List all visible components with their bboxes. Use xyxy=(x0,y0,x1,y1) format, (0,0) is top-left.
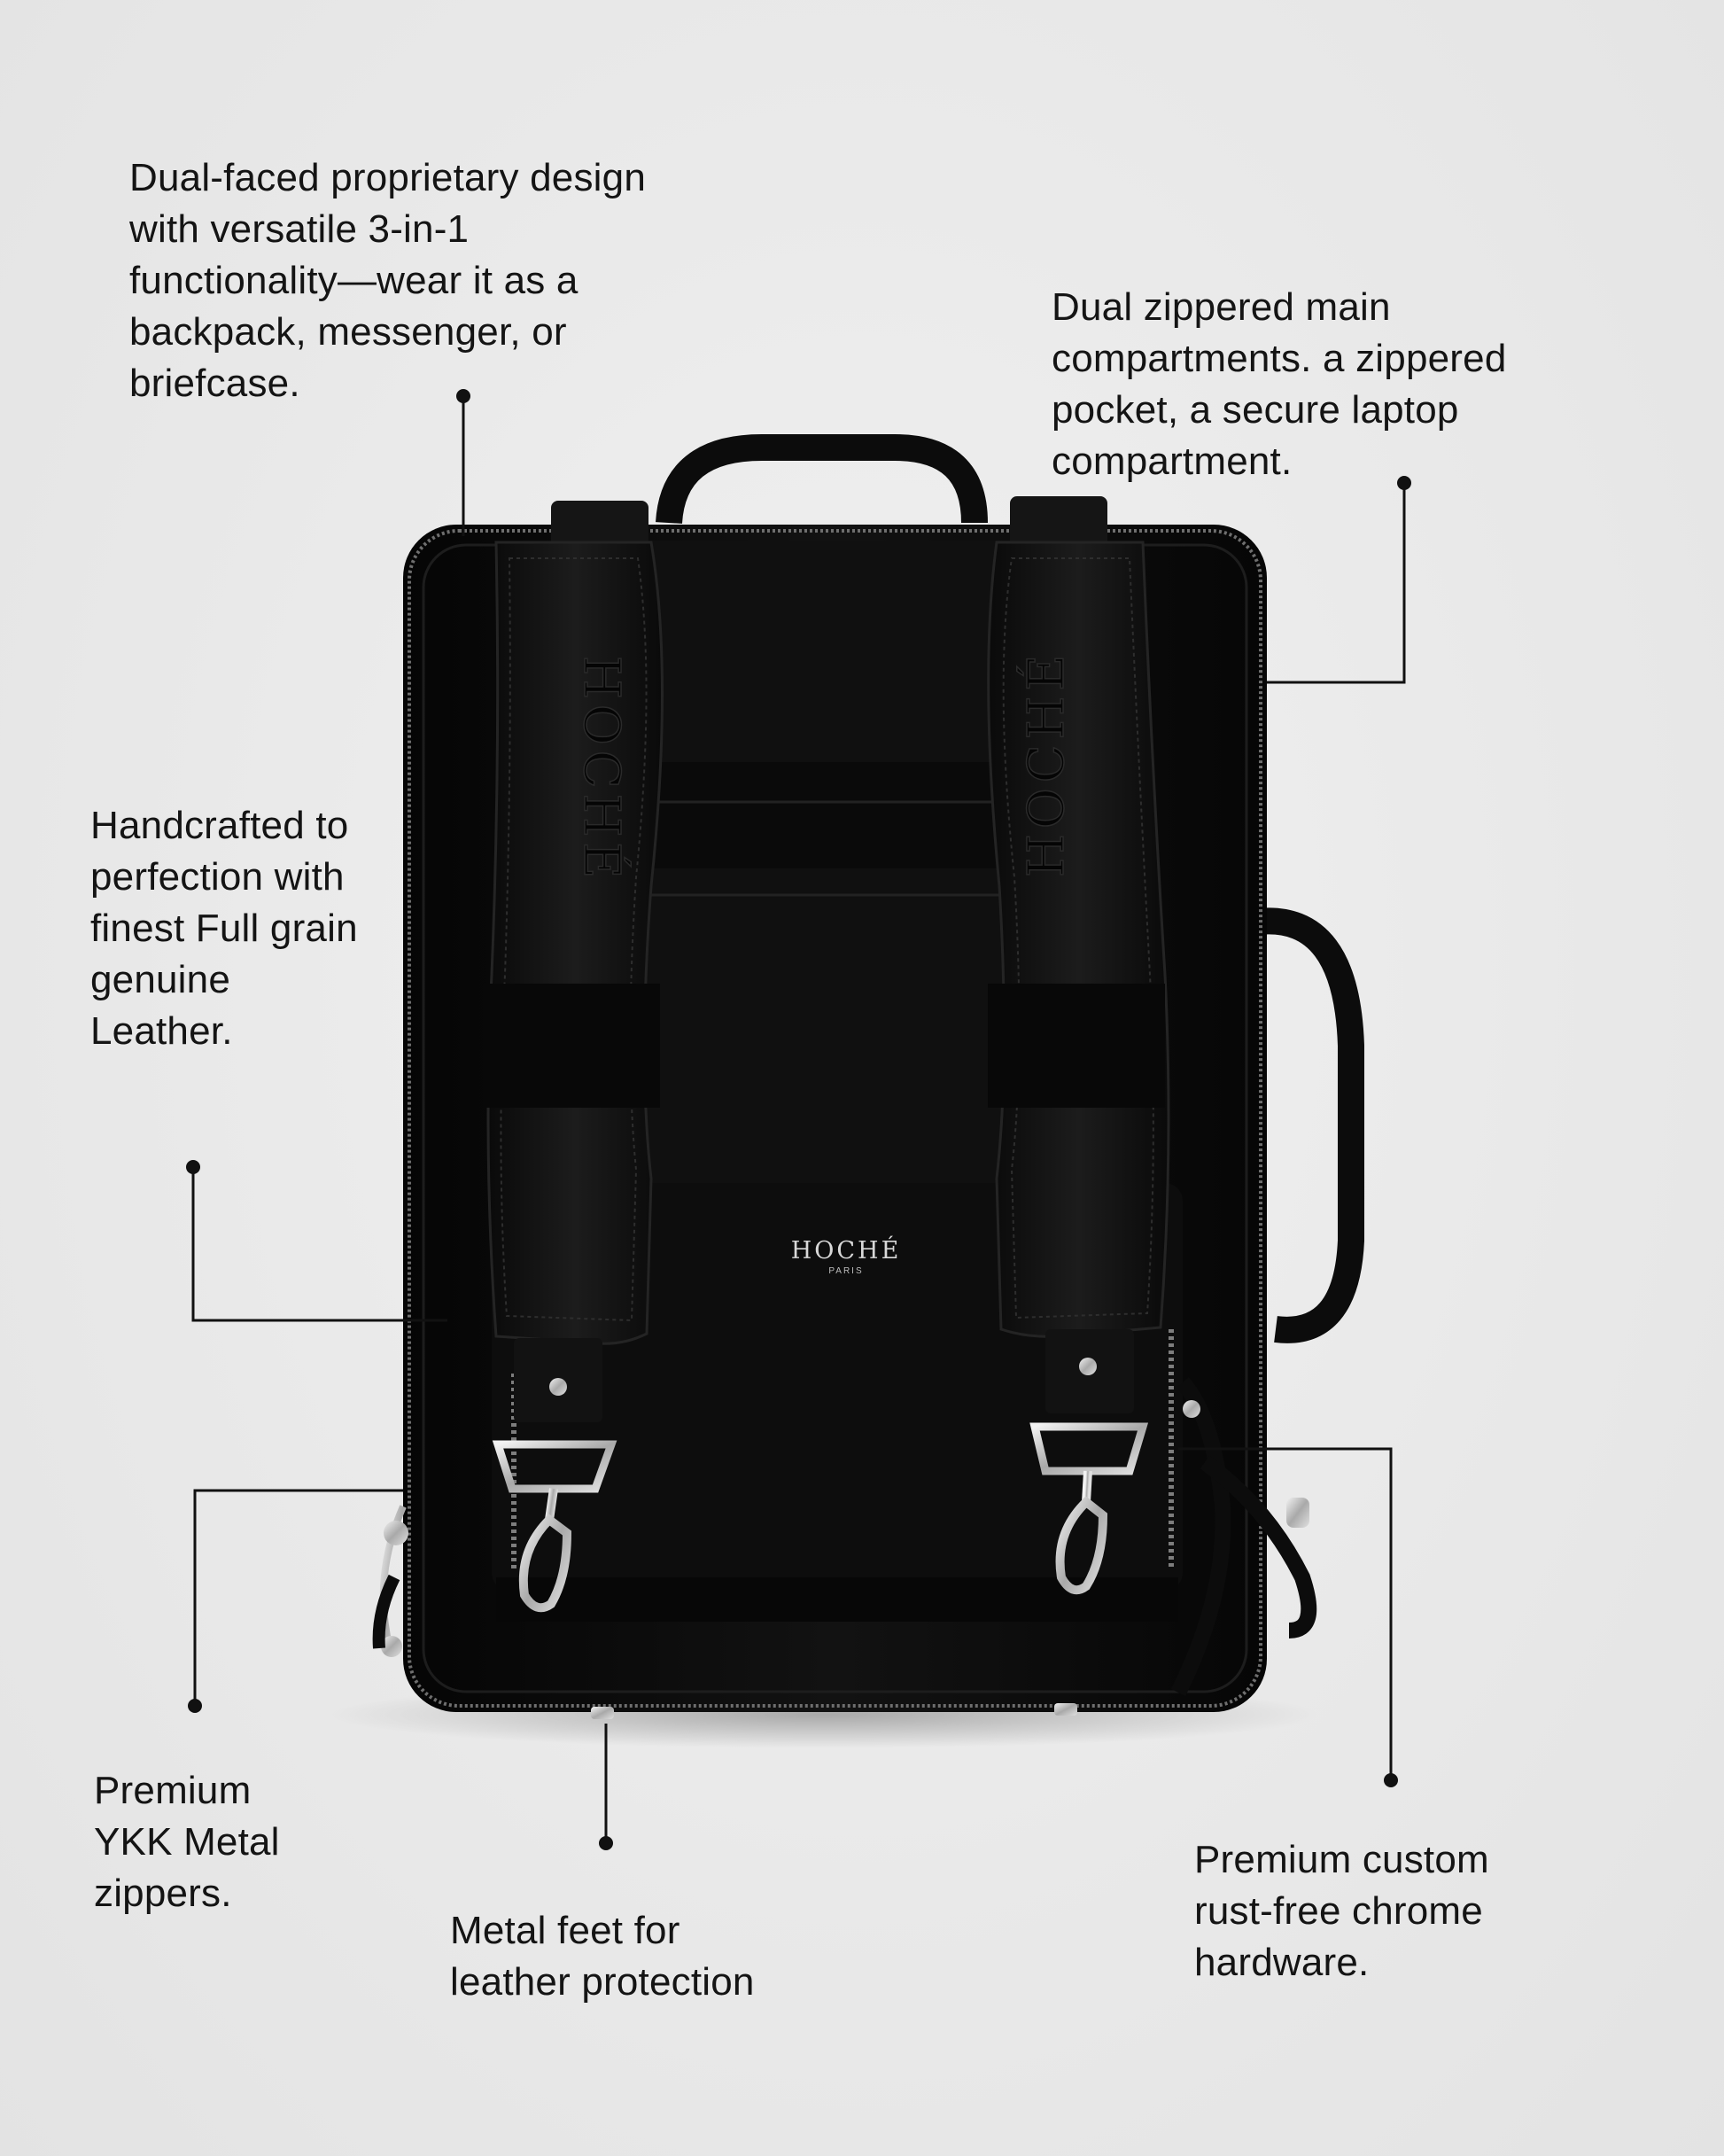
callout-text: perfection with xyxy=(90,855,345,899)
callout-text: compartment. xyxy=(1052,440,1293,483)
side-handle xyxy=(1256,907,1364,1343)
zipper-track xyxy=(408,529,1262,1708)
callout-compartments: Dual zippered main compartments. a zippe… xyxy=(1052,282,1507,487)
callout-text: zippers. xyxy=(94,1872,232,1915)
callout-text: hardware. xyxy=(1194,1941,1370,1984)
zipper-pull-left xyxy=(372,1505,408,1657)
top-handle xyxy=(656,434,988,525)
callout-text: functionality—wear it as a xyxy=(129,259,579,302)
right-strap-emboss: HOCHÉ xyxy=(1016,650,1076,877)
callout-text: finest Full grain xyxy=(90,907,358,950)
callout-text: with versatile 3-in-1 xyxy=(129,207,470,251)
right-rivet xyxy=(1079,1358,1097,1375)
right-d-ring xyxy=(1029,1422,1149,1475)
callout-text: Premium xyxy=(94,1769,252,1812)
callout-zippers: Premium YKK Metal zippers. xyxy=(94,1765,280,1919)
leather-leader xyxy=(186,1160,447,1322)
left-rivet xyxy=(549,1378,567,1396)
brand-sub: PARIS xyxy=(828,1266,863,1276)
left-snap-hook xyxy=(518,1488,572,1613)
callout-feet: Metal feet for leather protection xyxy=(450,1905,755,2008)
zipper-pull-right xyxy=(1170,1377,1317,1697)
callout-leather: Handcrafted to perfection with finest Fu… xyxy=(90,800,358,1057)
left-shoulder-strap xyxy=(486,541,664,1345)
compartments-leader xyxy=(1267,476,1411,684)
callout-text: compartments. a zippered xyxy=(1052,337,1507,380)
callout-text: leather protection xyxy=(450,1960,755,2004)
metal-foot-right xyxy=(1054,1703,1077,1716)
callout-hardware: Premium custom rust-free chrome hardware… xyxy=(1194,1834,1489,1989)
callout-text: Dual zippered main xyxy=(1052,285,1391,329)
hardware-leader xyxy=(1178,1447,1398,1787)
callout-text: Premium custom xyxy=(1194,1838,1489,1881)
design-leader xyxy=(456,389,470,536)
right-strap-webbing xyxy=(988,984,1165,1108)
callout-text: YKK Metal xyxy=(94,1820,280,1864)
feet-leader xyxy=(599,1724,613,1850)
callout-text: Dual-faced proprietary design xyxy=(129,156,646,199)
callout-text: Handcrafted to xyxy=(90,804,349,847)
callout-text: pocket, a secure laptop xyxy=(1052,388,1459,432)
left-strap-emboss: HOCHÉ xyxy=(572,656,632,883)
callout-text: Metal feet for xyxy=(450,1909,680,1952)
callout-text: backpack, messenger, or xyxy=(129,310,567,354)
brand-logo: HOCHÉ xyxy=(791,1235,902,1265)
right-shoulder-strap xyxy=(987,541,1170,1338)
left-strap-webbing xyxy=(483,984,660,1108)
back-panel xyxy=(620,541,1045,1205)
callout-text: Leather. xyxy=(90,1009,233,1053)
metal-foot-left xyxy=(591,1707,614,1719)
right-snap-hook xyxy=(1055,1470,1108,1595)
left-d-ring xyxy=(492,1440,617,1493)
callout-text: rust-free chrome xyxy=(1194,1889,1483,1933)
side-ring xyxy=(1286,1498,1309,1528)
callout-design: Dual-faced proprietary design with versa… xyxy=(129,152,646,409)
callout-text: briefcase. xyxy=(129,362,300,405)
zippers-leader xyxy=(188,1489,403,1713)
callout-text: genuine xyxy=(90,958,230,1001)
